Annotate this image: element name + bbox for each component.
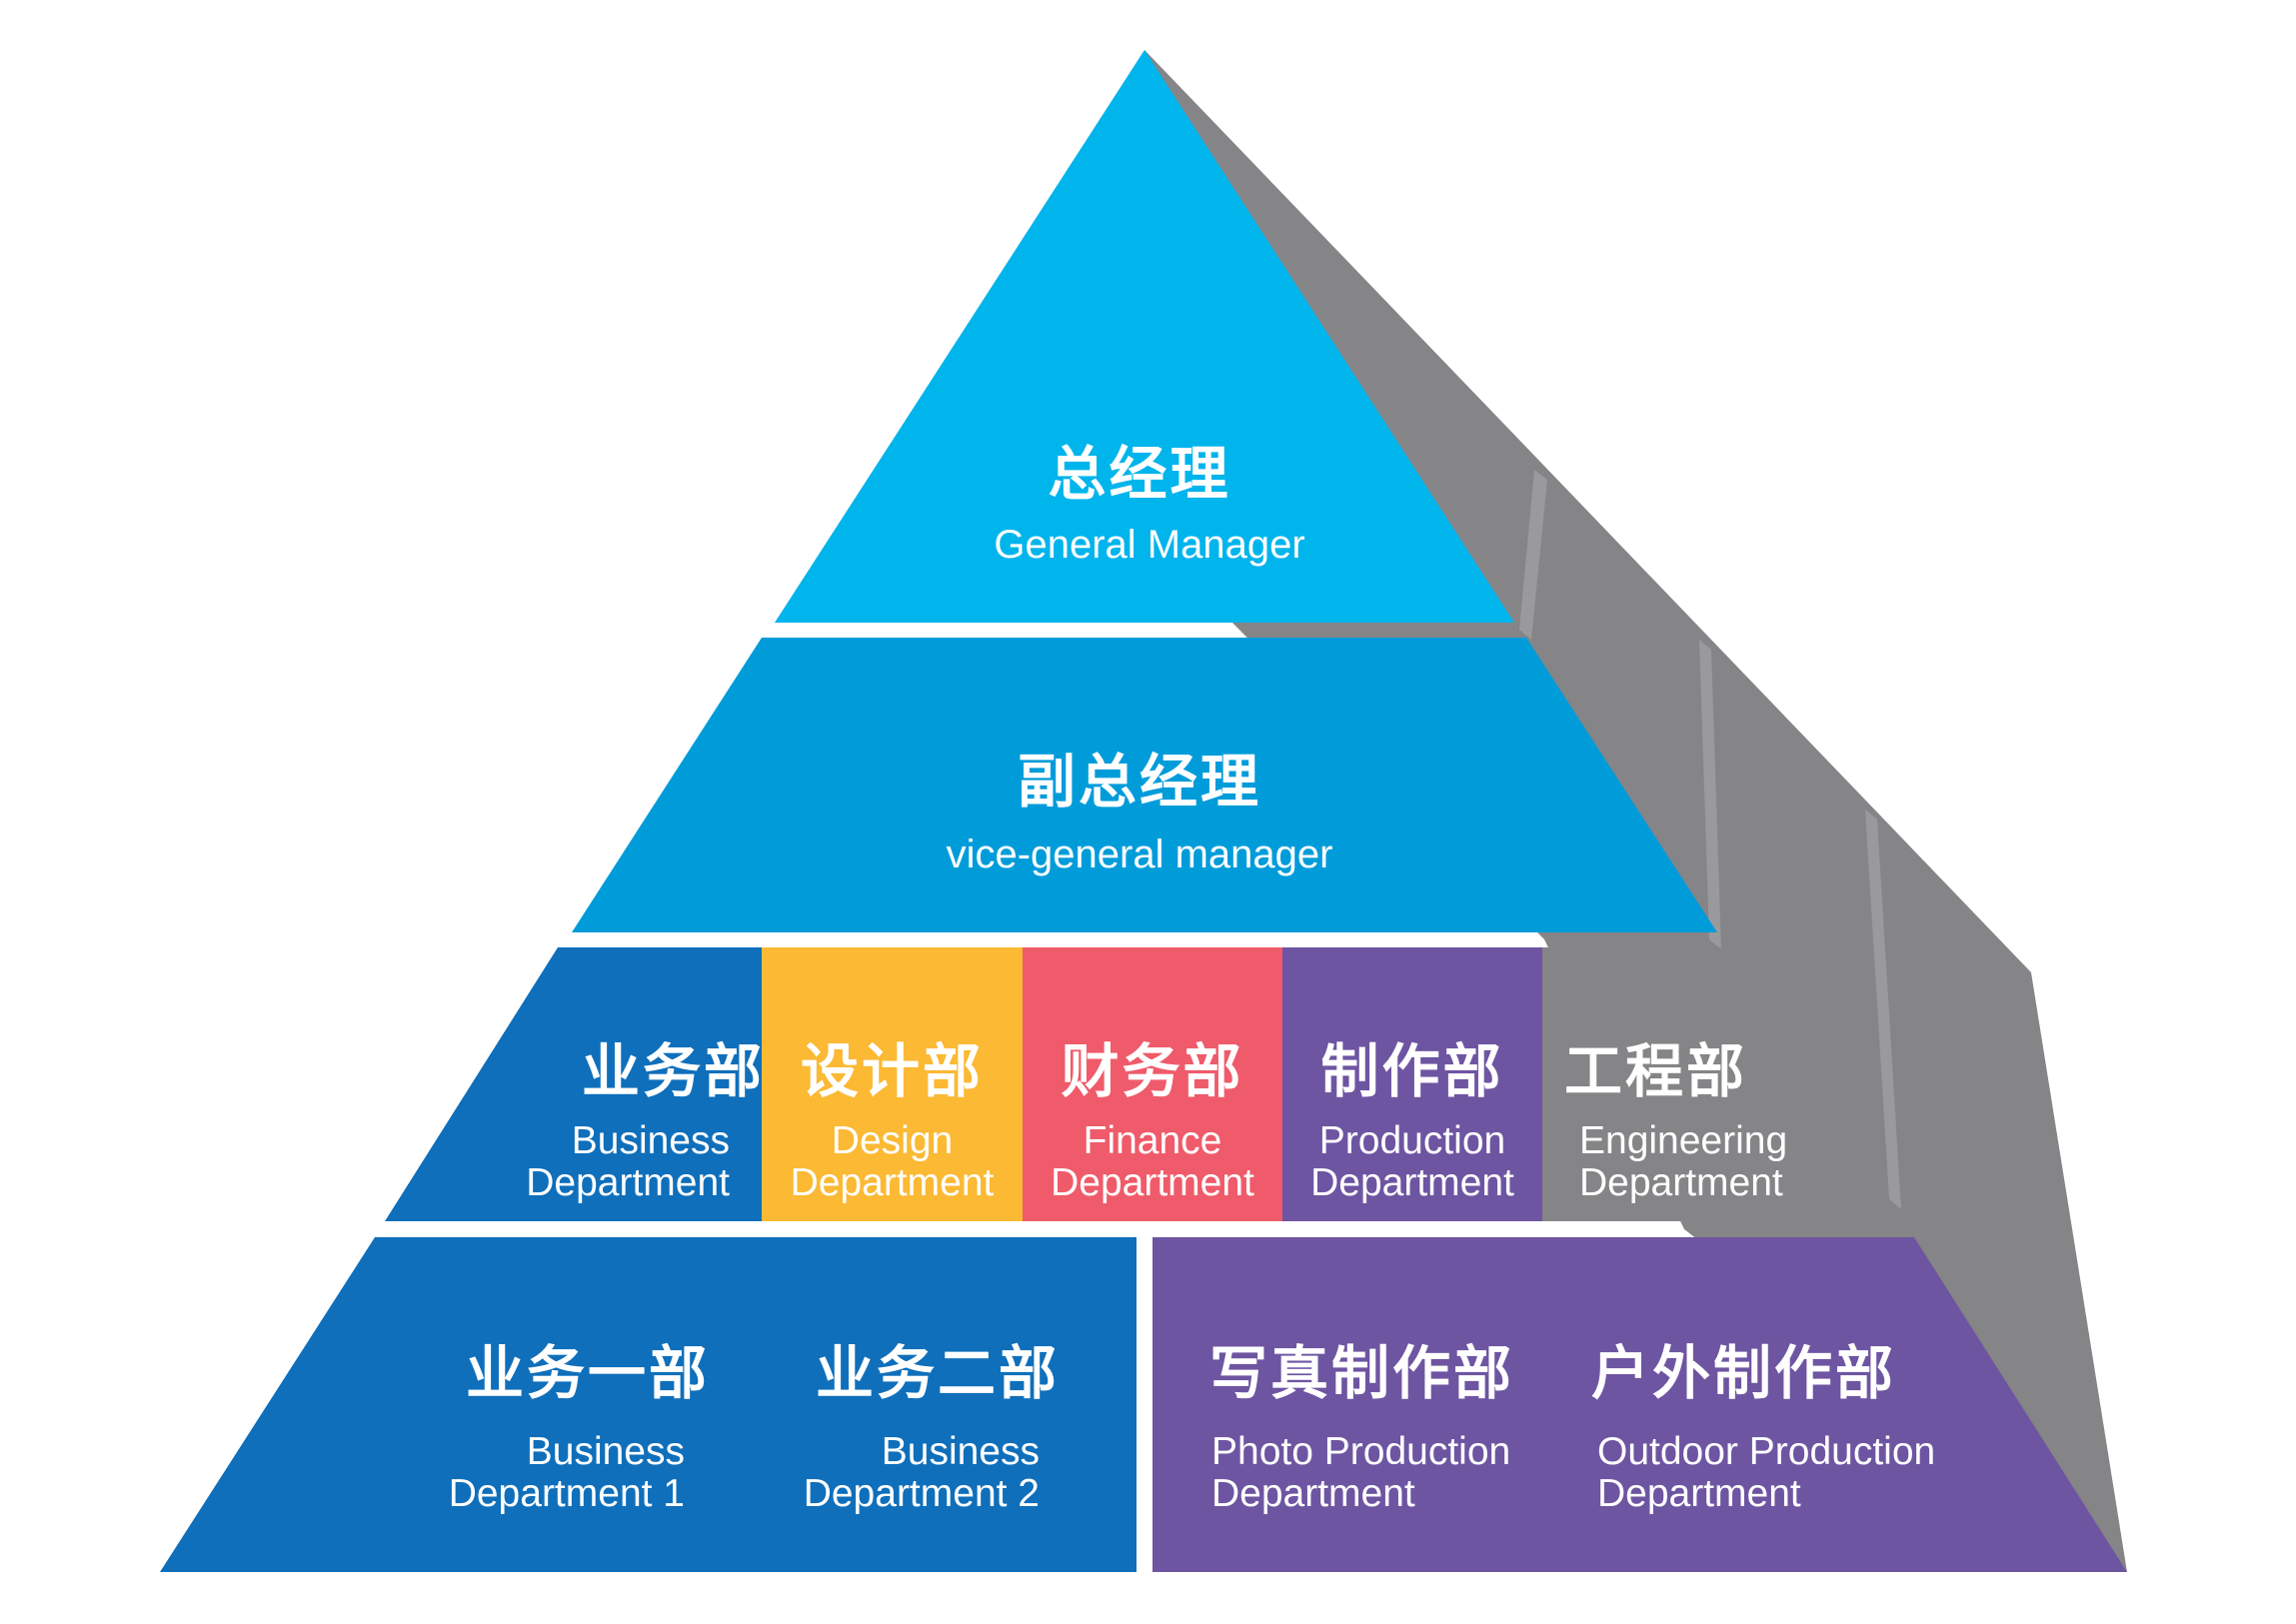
- dept-business-zh: 业务部: [581, 1037, 765, 1105]
- photo-production-dept-zh: 写真制作部: [1209, 1339, 1515, 1407]
- dept-finance-zh: 财务部: [1061, 1037, 1244, 1105]
- dept-design: [762, 947, 1023, 1221]
- tier-vice-general-manager: [572, 638, 1717, 932]
- photo-production-dept-en-2: Department: [1211, 1472, 1415, 1515]
- dept-production: [1282, 947, 1542, 1221]
- dept-finance-en-1: Finance: [1083, 1119, 1222, 1162]
- dept-design-zh: 设计部: [800, 1037, 984, 1105]
- dept-design-en-1: Design: [831, 1119, 954, 1162]
- dept-finance: [1023, 947, 1282, 1221]
- business-dept-2-en-2: Department 2: [803, 1472, 1040, 1515]
- tier4-production-block: [1152, 1237, 2127, 1572]
- tier-general-manager: [775, 50, 1514, 623]
- dept-engineering-zh: 工程部: [1564, 1037, 1748, 1105]
- business-dept-2-zh: 业务二部: [815, 1339, 1060, 1407]
- vice-general-manager-zh: 副总经理: [1017, 748, 1261, 815]
- business-dept-1-en-1: Business: [526, 1430, 685, 1473]
- outdoor-production-dept-zh: 户外制作部: [1591, 1339, 1897, 1407]
- vice-general-manager-en: vice-general manager: [946, 832, 1333, 876]
- dept-business: [385, 947, 762, 1221]
- business-dept-1-en-2: Department 1: [448, 1472, 685, 1515]
- dept-production-zh: 制作部: [1320, 1037, 1504, 1105]
- general-manager-en: General Manager: [994, 523, 1305, 567]
- dept-design-en-2: Department: [790, 1161, 995, 1204]
- side-face-highlight: [1699, 640, 1721, 949]
- general-manager-zh: 总经理: [1048, 440, 1231, 508]
- outdoor-production-dept-en-2: Department: [1597, 1472, 1801, 1515]
- side-face-highlight: [1519, 470, 1547, 640]
- dept-production-en-1: Production: [1318, 1119, 1506, 1162]
- photo-production-dept-en-1: Photo Production: [1211, 1430, 1511, 1473]
- dept-production-en-2: Department: [1310, 1161, 1514, 1204]
- dept-engineering-en-2: Department: [1579, 1161, 1783, 1204]
- dept-finance-en-2: Department: [1051, 1161, 1254, 1204]
- dept-business-en-1: Business: [571, 1119, 730, 1162]
- dept-engineering-en-1: Engineering: [1579, 1119, 1788, 1162]
- business-dept-1-zh: 业务一部: [465, 1339, 710, 1407]
- business-dept-2-en-1: Business: [881, 1430, 1040, 1473]
- tier4-business-block: [160, 1237, 1137, 1572]
- dept-engineering: [1542, 947, 1904, 1221]
- outdoor-production-dept-en-1: Outdoor Production: [1597, 1430, 1936, 1473]
- dept-business-en-2: Department: [526, 1161, 730, 1204]
- side-face-highlight: [1865, 810, 1901, 1209]
